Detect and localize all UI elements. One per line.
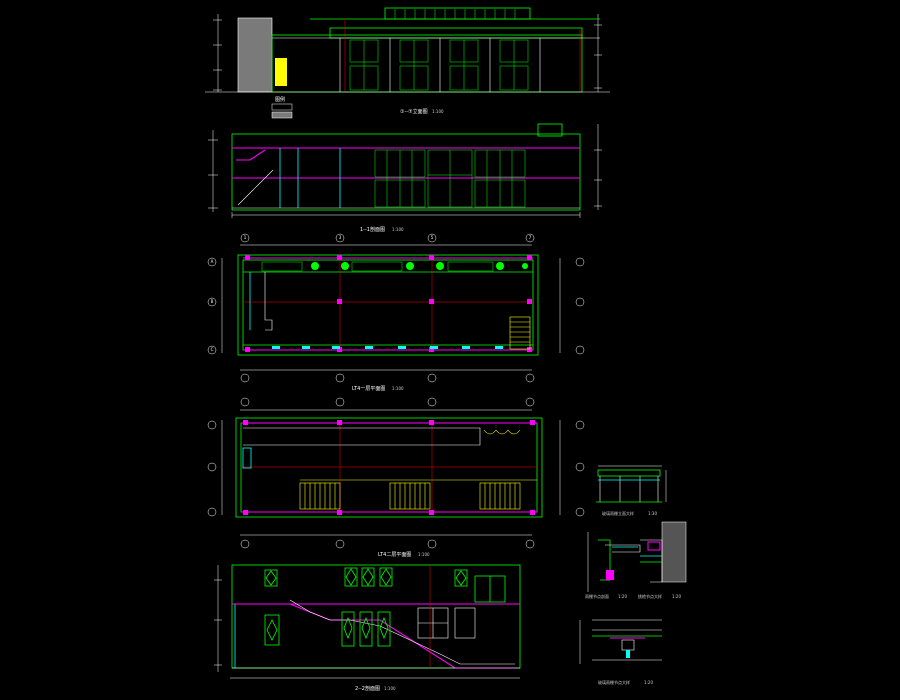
- row-label-b: B: [211, 299, 214, 304]
- eave-detail-title: 挑檐节点大样: [638, 593, 662, 599]
- eave-detail-scale: 1:20: [672, 594, 681, 599]
- section-2-2-drawing: 2--2剖面图 1:100: [214, 564, 521, 692]
- canopy-joint-detail: 玻璃雨棚节点大样 1:20: [579, 619, 662, 685]
- second-floor-plan-title: LT4二层平面图: [378, 552, 411, 558]
- eave-detail: 挑檐节点大样 1:20: [638, 521, 687, 599]
- legend-title: 图例: [275, 96, 285, 103]
- axis-label-7: 7: [529, 235, 532, 240]
- canopy-section-title: 雨棚节点剖面: [585, 593, 609, 599]
- first-floor-plan-drawing: 1 3 5 7 A B C LT4一层平面图 1:100: [207, 233, 585, 392]
- section-1-1-scale: 1:100: [392, 227, 404, 232]
- elevation-title: ①--⑦立面图: [400, 108, 428, 115]
- second-floor-plan-scale: 1:100: [418, 552, 430, 557]
- canopy-section-scale: 1:20: [618, 594, 627, 599]
- axis-label-5: 5: [431, 235, 434, 240]
- canopy-elevation-detail: 玻璃雨棚立面大样 1:30: [596, 465, 667, 516]
- section-2-2-scale: 1:100: [384, 686, 396, 691]
- axis-label-3: 3: [339, 235, 342, 240]
- axis-bubbles-plan-2: [207, 397, 585, 549]
- elevation-scale: 1:100: [432, 109, 444, 114]
- canopy-joint-title: 玻璃雨棚节点大样: [598, 679, 630, 685]
- canopy-joint-scale: 1:20: [644, 680, 653, 685]
- canopy-section-detail: 雨棚节点剖面 1:20: [585, 532, 641, 599]
- second-floor-plan-drawing: LT4二层平面图 1:100: [207, 397, 585, 558]
- stone-cladding-block: [237, 17, 273, 93]
- first-floor-plan-scale: 1:100: [392, 386, 404, 391]
- axis-label-1: 1: [244, 235, 247, 240]
- canopy-elevation-scale: 1:30: [648, 511, 657, 516]
- section-1-1-drawing: 1--1剖面图 1:100: [208, 123, 602, 233]
- axis-bubbles-plan-1: 1 3 5 7 A B C: [207, 233, 585, 383]
- legend: 图例: [271, 96, 293, 119]
- row-label-c: C: [211, 347, 214, 352]
- canopy-elevation-title: 玻璃雨棚立面大样: [602, 510, 634, 516]
- elevation-drawing: 图例 ①--⑦立面图 1:100: [205, 7, 610, 119]
- row-label-a: A: [211, 259, 214, 264]
- section-1-1-title: 1--1剖面图: [360, 226, 385, 233]
- first-floor-plan-title: LT4一层平面图: [352, 386, 385, 392]
- section-2-2-title: 2--2剖面图: [355, 685, 380, 692]
- yellow-panel: [275, 58, 287, 86]
